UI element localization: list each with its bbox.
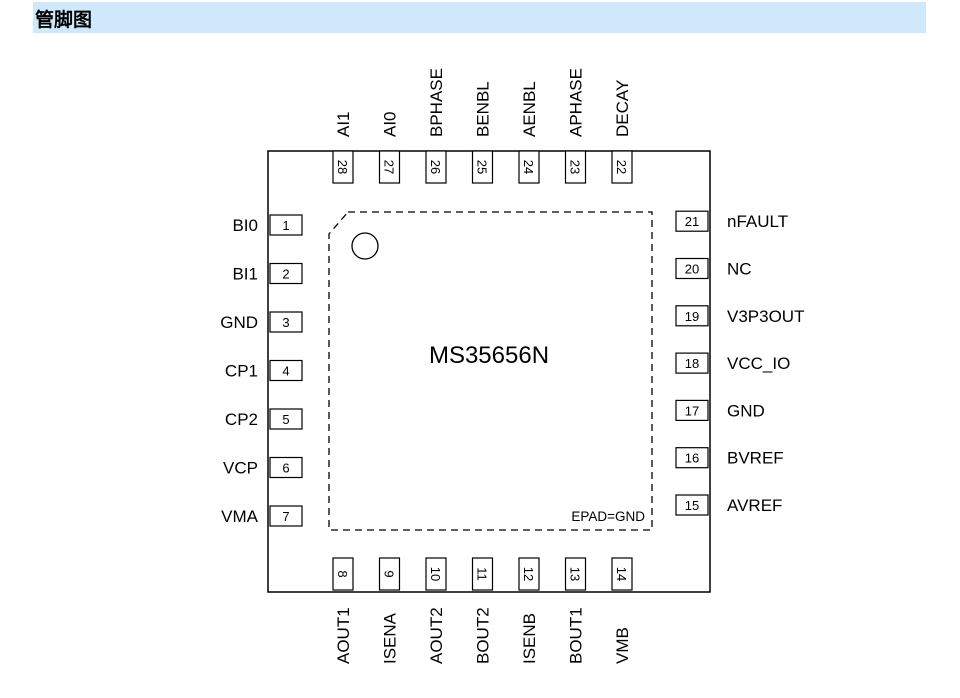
pin-19-label: V3P3OUT (727, 307, 804, 326)
section-header: 管脚图 (33, 2, 926, 33)
pin-4-number: 4 (282, 364, 289, 379)
pin-3-pad (269, 311, 303, 333)
pin-27-pad (378, 150, 401, 184)
pin-26-number: 26 (428, 160, 443, 174)
pin-20-label: NC (727, 260, 752, 279)
pin-13-pad (564, 557, 587, 591)
pin-7-number: 7 (282, 509, 289, 524)
pin-27-number: 27 (382, 160, 397, 174)
pin-3-number: 3 (282, 315, 289, 330)
pin-12-pad (518, 557, 540, 591)
pin-9-pad (378, 557, 401, 591)
pin-23-pad (564, 150, 587, 184)
pin-15-pad (675, 494, 709, 516)
pin-2-label: BI1 (232, 265, 258, 284)
pin-16-pad (675, 447, 709, 469)
pin-20-number: 20 (685, 262, 699, 277)
pin-24-number: 24 (521, 160, 536, 174)
pin-11-pad (471, 557, 494, 591)
pin-12-label: ISENB (520, 613, 539, 664)
pin-14-pad (611, 557, 633, 591)
pin-22-pad (611, 150, 633, 184)
pin-21-pad (675, 210, 709, 232)
pin-4-pad (269, 359, 303, 382)
pin-19-pad (675, 305, 709, 327)
pin-26-label: BPHASE (427, 68, 446, 137)
pin-17-pad (675, 399, 709, 421)
pin-9-label: ISENA (381, 612, 400, 664)
pin-16-number: 16 (685, 451, 699, 466)
pin-22-label: DECAY (613, 80, 632, 137)
pin-18-pad (675, 352, 709, 374)
pin-14-label: VMB (613, 627, 632, 664)
pin-22-number: 22 (614, 160, 629, 174)
pin-1-number: 1 (282, 218, 289, 233)
pin-1-pad (269, 214, 303, 236)
pin-15-number: 15 (685, 498, 699, 513)
pin-2-number: 2 (282, 267, 289, 282)
pin-21-number: 21 (685, 214, 699, 229)
pin-2-pad (269, 262, 303, 285)
pin-4-label: CP1 (225, 362, 258, 381)
pin-11-number: 11 (475, 567, 490, 581)
pin-6-number: 6 (282, 461, 289, 476)
pin-14-number: 14 (614, 567, 629, 581)
part-number: MS35656N (429, 342, 549, 369)
pin-23-label: APHASE (567, 68, 586, 137)
epad-outline (328, 211, 653, 531)
pin-12-number: 12 (521, 567, 536, 581)
pin-7-pad (269, 505, 303, 527)
pin-10-number: 10 (428, 567, 443, 581)
pin-8-number: 8 (335, 570, 350, 577)
pin-5-pad (269, 408, 303, 430)
pin-25-label: BENBL (474, 81, 493, 137)
pin-3-label: GND (220, 313, 258, 332)
pin-26-pad (425, 150, 447, 184)
pin-16-label: BVREF (727, 449, 784, 468)
pin-18-number: 18 (685, 356, 699, 371)
pin-6-label: VCP (223, 459, 258, 478)
pin-13-label: BOUT1 (567, 607, 586, 664)
pin-23-number: 23 (568, 160, 583, 174)
pin-24-pad (518, 150, 540, 184)
pin-9-number: 9 (382, 570, 397, 577)
pin-27-label: AI0 (381, 111, 400, 137)
chip-body (267, 150, 711, 593)
pin-7-label: VMA (221, 507, 259, 526)
pin-28-number: 28 (335, 160, 350, 174)
pin-15-label: AVREF (727, 496, 782, 515)
pin-1-label: BI0 (232, 216, 258, 235)
pin-25-pad (471, 150, 494, 184)
section-title: 管脚图 (35, 9, 93, 31)
pin-28-pad (332, 150, 354, 184)
pin-28-label: AI1 (334, 111, 353, 137)
pin-10-label: AOUT2 (427, 607, 446, 664)
pin-21-label: nFAULT (727, 212, 788, 231)
pin-5-number: 5 (282, 412, 289, 427)
pin-10-pad (425, 557, 447, 591)
pin-17-label: GND (727, 401, 765, 420)
pin-6-pad (269, 456, 303, 479)
pin-8-label: AOUT1 (334, 607, 353, 664)
pin-8-pad (332, 557, 354, 591)
pin-20-pad (675, 257, 709, 280)
pin-11-label: BOUT2 (474, 607, 493, 664)
pin-19-number: 19 (685, 309, 699, 324)
pin-17-number: 17 (685, 403, 699, 418)
epad-label: EPAD=GND (571, 509, 645, 524)
pin-18-label: VCC_IO (727, 354, 790, 373)
pin-13-number: 13 (568, 567, 583, 581)
pin-5-label: CP2 (225, 410, 258, 429)
pin-24-label: AENBL (520, 81, 539, 137)
pin-25-number: 25 (475, 160, 490, 174)
pin1-marker (351, 232, 379, 260)
